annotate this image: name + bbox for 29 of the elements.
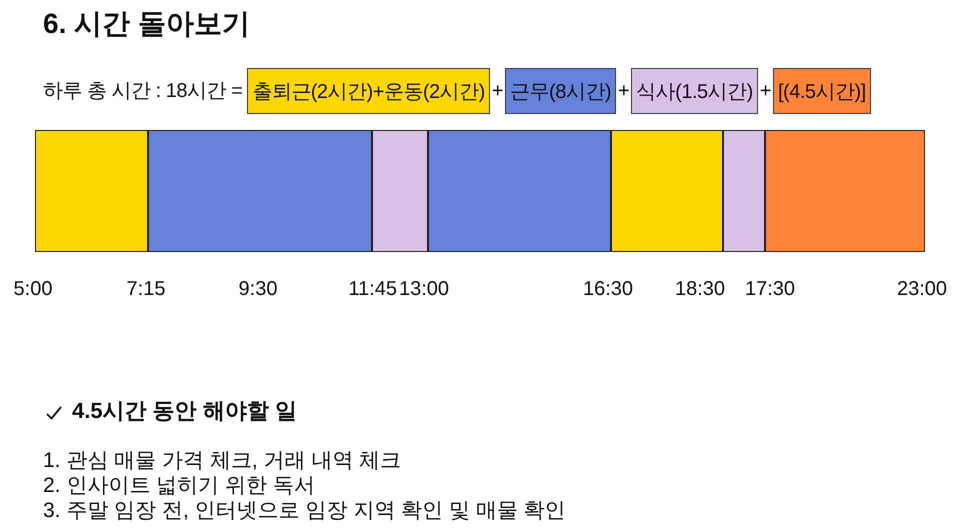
list-item: 1. 관심 매물 가격 체크, 거래 내역 체크 xyxy=(43,448,402,473)
total-time-text: 하루 총 시간 : 18시간 = xyxy=(43,79,242,104)
time-label: 23:00 xyxy=(896,277,948,302)
time-label: 9:30 xyxy=(238,277,278,302)
plus-sign: + xyxy=(758,79,772,104)
time-category-tag: [(4.5시간)] xyxy=(772,68,871,114)
time-category-tag: 근무(8시간) xyxy=(505,68,616,114)
plus-sign: + xyxy=(616,79,630,104)
page-title: 6. 시간 돌아보기 xyxy=(43,7,250,41)
list-item: 3. 주말 임장 전, 인터넷으로 임장 지역 확인 및 매물 확인 xyxy=(43,498,566,523)
time-category-tag: 식사(1.5시간) xyxy=(631,68,758,114)
section-heading: 4.5시간 동안 해야할 일 xyxy=(72,397,297,425)
time-label: 5:00 xyxy=(14,277,52,302)
timeline-segment xyxy=(148,130,372,252)
list-item: 2. 인사이트 넓히기 위한 독서 xyxy=(43,473,315,498)
plus-sign: + xyxy=(490,79,504,104)
time-label: 11:45 xyxy=(348,277,397,302)
timeline-segment xyxy=(765,130,925,252)
timeline-segment xyxy=(372,130,428,252)
timeline-segment xyxy=(611,130,723,252)
time-label: 18:30 xyxy=(674,277,726,302)
timeline-segment xyxy=(723,130,765,252)
time-label: 7:15 xyxy=(126,277,166,302)
time-label: 16:30 xyxy=(582,277,634,302)
timeline-segment xyxy=(428,130,611,252)
time-label: 13:00 xyxy=(399,277,450,302)
time-category-tag: 출퇴근(2시간)+운동(2시간) xyxy=(247,68,490,114)
timeline-segment xyxy=(35,130,148,252)
time-label: 17:30 xyxy=(744,277,796,302)
